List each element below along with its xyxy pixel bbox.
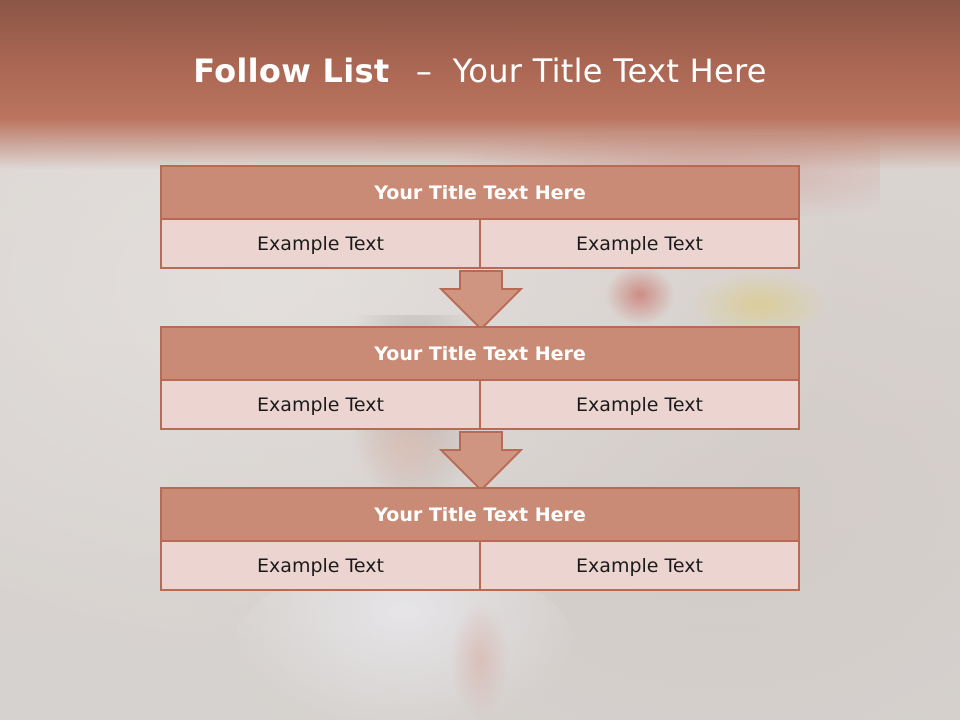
block-title: Your Title Text Here — [160, 165, 800, 220]
list-block-1: Your Title Text Here Example Text Exampl… — [160, 165, 800, 269]
block-cell-left: Example Text — [160, 220, 481, 269]
list-block-3: Your Title Text Here Example Text Exampl… — [160, 487, 800, 591]
slide-title-dash: – — [415, 52, 433, 90]
block-cell-left: Example Text — [160, 542, 481, 591]
background-photo-hand — [450, 600, 510, 720]
down-arrow-icon — [439, 431, 523, 492]
list-block-2: Your Title Text Here Example Text Exampl… — [160, 326, 800, 430]
block-row: Example Text Example Text — [160, 381, 800, 430]
block-cell-left: Example Text — [160, 381, 481, 430]
block-row: Example Text Example Text — [160, 542, 800, 591]
down-arrow-icon — [439, 270, 523, 331]
block-cell-right: Example Text — [481, 220, 800, 269]
block-cell-right: Example Text — [481, 381, 800, 430]
block-title: Your Title Text Here — [160, 487, 800, 542]
block-cell-right: Example Text — [481, 542, 800, 591]
header-band — [0, 0, 960, 170]
slide-title-rest: Your Title Text Here — [452, 52, 767, 90]
block-row: Example Text Example Text — [160, 220, 800, 269]
slide-title: Follow List – Your Title Text Here — [0, 52, 960, 90]
paint-splash-red — [605, 265, 675, 325]
slide-title-bold: Follow List — [193, 52, 390, 90]
block-title: Your Title Text Here — [160, 326, 800, 381]
